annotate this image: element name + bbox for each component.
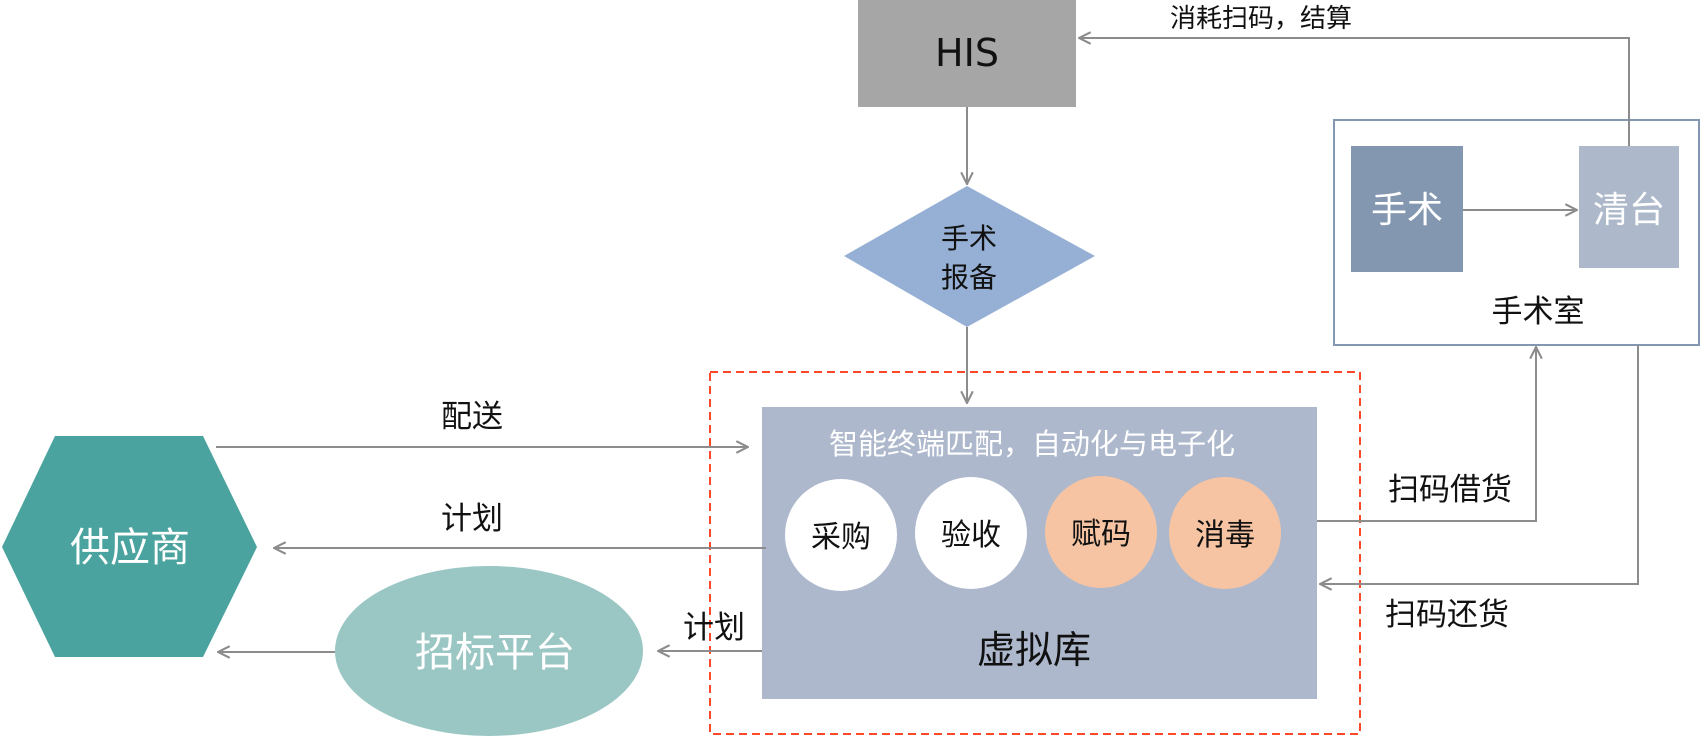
circle-disinfect	[1169, 477, 1281, 589]
edge-borrow-label: 扫码借货	[1388, 472, 1512, 508]
arrow-return	[1320, 345, 1639, 584]
edge-delivery-label: 配送	[441, 399, 503, 435]
edge-consume-settle-label: 消耗扫码，结算	[1170, 4, 1352, 34]
virtual-subtitle: 智能终端匹配，自动化与电子化	[829, 427, 1235, 461]
operating-room-label: 手术室	[1492, 294, 1585, 330]
bidding-platform-node: 招标平台	[335, 566, 643, 736]
virtual-title: 虚拟库	[977, 628, 1091, 672]
or-surgery-box	[1351, 146, 1463, 272]
edge-return-label: 扫码还货	[1385, 597, 1509, 633]
his-node: HIS	[858, 0, 1076, 107]
edge-plan-to-bidding-label: 计划	[683, 610, 745, 646]
or-cleanup-label: 清台	[1593, 190, 1665, 231]
his-label: HIS	[935, 31, 999, 75]
supplier-label: 供应商	[70, 525, 190, 571]
edge-plan-to-supplier-label: 计划	[441, 501, 503, 537]
or-cleanup-box	[1579, 146, 1679, 268]
supplier-node: 供应商	[2, 436, 257, 657]
virtual-boundary-dashed	[709, 371, 1361, 735]
surgery-report-node: 手术 报备	[844, 186, 1095, 327]
circle-purchase-label: 采购	[811, 520, 871, 555]
arrow-borrow	[1317, 347, 1536, 522]
circle-inspect-label: 验收	[941, 518, 1001, 553]
circle-code-label: 赋码	[1071, 517, 1131, 552]
bidding-platform-label: 招标平台	[415, 630, 575, 676]
circle-inspect	[915, 477, 1027, 589]
circle-code	[1045, 476, 1157, 588]
surgery-report-label-line1: 手术	[941, 222, 997, 255]
circle-disinfect-label: 消毒	[1195, 518, 1255, 553]
surgery-report-label-line2: 报备	[941, 261, 997, 294]
arrow-cleanup-to-his	[1079, 38, 1630, 146]
or-surgery-label: 手术	[1371, 190, 1443, 231]
virtual-warehouse-node: 智能终端匹配，自动化与电子化 采购 验收 赋码 消毒 虚拟库	[762, 407, 1317, 699]
operating-room-group: 手术 清台 手术室	[1333, 119, 1700, 346]
circle-purchase	[785, 479, 897, 591]
